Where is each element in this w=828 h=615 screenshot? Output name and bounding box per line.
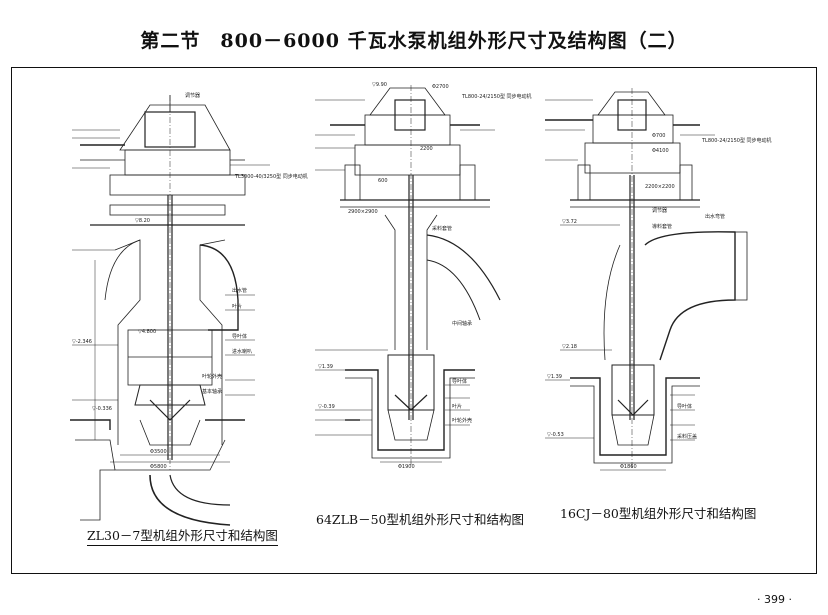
zl30-label: 基本轴承 [202,388,222,395]
zlb64-label: Φ2700 [432,84,449,90]
zl30-label: ▽4.800 [138,329,156,335]
zl30-label: Φ3500 [150,449,167,455]
cj16-label: ▽1.39 [547,374,562,380]
zl30-motor-label: TL3000-40/3250型 同步电动机 [234,173,308,180]
figure-frame [11,67,817,574]
zl30-label: 导叶体 [232,333,247,340]
cj16-label: ▽2.18 [562,344,577,350]
zl30-label: ▽-2.346 [72,339,92,345]
cj16-label: Φ4100 [652,148,669,154]
zl30-label: 进水喇叭 [232,348,252,355]
zl30-label: ▽8.20 [135,218,150,224]
zl30-caption: ZL30－7型机组外形尺寸和结构图 [87,525,278,546]
zl30-label: 叶轮外壳 [202,373,222,380]
zlb64-label: 叶轮外壳 [452,417,472,424]
cj16-label: ▽-0.53 [547,432,564,438]
zl30-label: 出水管 [232,287,247,294]
zlb64-label: Φ1900 [398,464,415,470]
page-title: 第二节 800－6000 千瓦水泵机组外形尺寸及结构图（二） [140,30,688,52]
zl30-label: 叶片 [232,303,242,310]
zl30-label: 调节器 [185,92,200,99]
zlb64-label: 采料套管 [432,225,452,232]
cj16-label: 采料压盖 [677,433,697,440]
cj16-drawing [545,88,748,471]
zlb64-drawing [315,85,501,465]
cj16-label: Φ1860 [620,464,637,470]
cj16-motor-label: TL800-24/2150型 同步电动机 [701,137,772,144]
zlb64-label: 中间轴承 [452,320,472,327]
zlb64-caption: 64ZLB－50型机组外形尺寸和结构图 [316,512,524,527]
cj16-label: ▽3.72 [562,219,577,225]
zlb64-label: ▽9.90 [372,82,387,88]
cj16-label: 出水弯管 [705,213,725,220]
cj16-caption: 16CJ－80型机组外形尺寸和结构图 [560,506,757,521]
page-number: · 399 · [757,593,792,606]
zl30-drawing [70,95,270,526]
cj16-label: Φ700 [652,133,665,139]
cj16-label: 2200×2200 [645,184,675,190]
cj16-label: 调节器 [652,207,667,214]
zlb64-label: 叶片 [452,403,462,410]
zlb64-label: 2200 [420,146,433,152]
zlb64-label: 2900×2900 [348,209,378,215]
cj16-label: 導料套管 [652,223,672,230]
zlb64-label: 导叶体 [452,378,467,385]
zlb64-label: ▽-0.39 [318,404,335,410]
zlb64-label: 600 [378,178,388,184]
cj16-label: 导叶体 [677,403,692,410]
zl30-label: Φ5800 [150,464,167,470]
zlb64-label: ▽1.39 [318,364,333,370]
zl30-label: ▽-0.336 [92,406,112,412]
zlb64-motor-label: TL800-24/2150型 同步电动机 [461,93,532,100]
